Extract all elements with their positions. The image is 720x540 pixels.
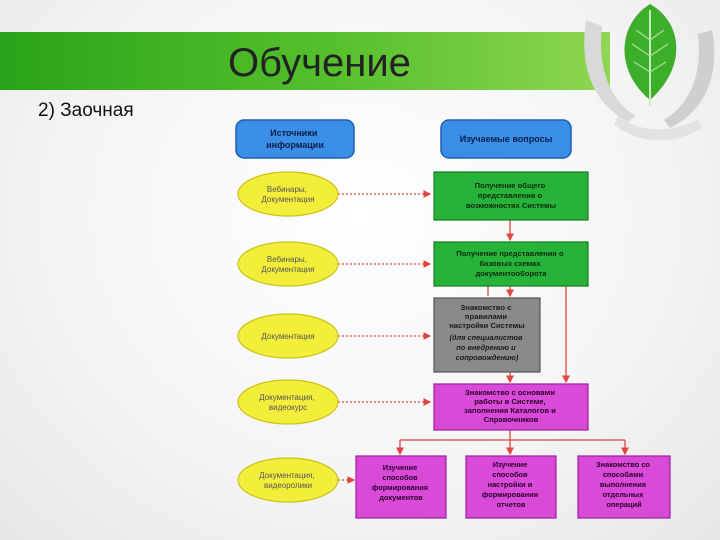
svg-text:Изучение способов: Изучение способов настройки и формирован…	[482, 460, 540, 509]
bottom-label: формирования	[372, 483, 428, 492]
source-label: Вебинары,	[267, 255, 307, 264]
source-label: Документация,	[259, 471, 314, 480]
svg-text:Знакомство с основами ра: Знакомство с основами работы в Системе, …	[464, 388, 558, 424]
header-sources-line: информации	[266, 140, 324, 150]
topic-note: по внедрению и	[456, 343, 516, 352]
topic-label: Получение общего	[475, 181, 546, 190]
svg-text:Знакомство с правилами: Знакомство с правилами настройки Системы	[449, 303, 525, 330]
header-sources-line: Источники	[270, 128, 317, 138]
training-diagram: Источники информации Изучаемые вопросы В…	[235, 119, 671, 519]
topic-label: работы в Системе,	[474, 397, 545, 406]
bottom-label: операций	[606, 500, 642, 509]
svg-text:Документация, видеоролик: Документация, видеоролики	[259, 471, 317, 490]
topic-node: Получение представления о базовых схемах…	[433, 241, 589, 287]
header-sources: Источники информации	[235, 119, 355, 159]
source-node: Документация, видеокурс	[237, 379, 339, 425]
bottom-label: формирования	[482, 490, 538, 499]
svg-text:Документация, видеокурс: Документация, видеокурс	[259, 393, 317, 412]
bottom-label: способов	[382, 473, 418, 482]
svg-text:Знакомство со способами: Знакомство со способами выполнения отдел…	[596, 460, 652, 509]
header-topics-label: Изучаемые вопросы	[460, 134, 553, 144]
topic-label: Справочников	[484, 415, 539, 424]
svg-text:(для специалистов по вне: (для специалистов по внедрению и сопрово…	[450, 333, 525, 362]
source-label: Документация	[261, 195, 314, 204]
source-label: Документация	[261, 265, 314, 274]
source-label: Документация	[261, 332, 314, 341]
bottom-label: выполнения	[600, 480, 646, 489]
topic-label: правилами	[465, 312, 507, 321]
bottom-label: отчетов	[497, 500, 526, 509]
topic-label: Получение представления о	[456, 249, 564, 258]
svg-text:Изучение способов: Изучение способов формирования документо…	[372, 463, 430, 502]
topic-label: представления о	[478, 191, 543, 200]
source-label: Вебинары,	[267, 185, 307, 194]
topic-label: базовых схемах	[479, 259, 541, 268]
svg-text:Получение общего предста: Получение общего представления о возможн…	[466, 181, 556, 210]
bottom-label: Знакомство со	[596, 460, 650, 469]
slide-subtitle: 2) Заочная	[38, 100, 134, 121]
bottom-label: Изучение	[383, 463, 417, 472]
bottom-node: Изучение способов настройки и формирован…	[465, 455, 557, 519]
svg-text:Получение представления о: Получение представления о базовых схемах…	[456, 249, 565, 278]
slide-title: Обучение	[228, 41, 411, 85]
topic-node: Получение общего представления о возможн…	[433, 171, 589, 221]
source-node: Вебинары, Документация	[237, 241, 339, 287]
bottom-label: отдельных	[603, 490, 645, 499]
title-band	[0, 32, 610, 90]
topic-note: (для специалистов	[450, 333, 523, 342]
hand-left-icon	[584, 20, 636, 122]
source-node: Документация, видеоролики	[237, 457, 339, 503]
leaf-in-hands-illustration	[584, 4, 715, 141]
topic-label: заполнения Каталогов и	[464, 406, 556, 415]
topic-node: Знакомство с основами работы в Системе, …	[433, 383, 589, 431]
hand-right-icon	[664, 30, 715, 128]
svg-text:Вебинары, Документация: Вебинары, Документация	[261, 185, 314, 204]
source-label: Документация,	[259, 393, 314, 402]
source-label: видеоролики	[264, 481, 312, 490]
topic-note: сопровождению)	[456, 353, 519, 362]
svg-text:Вебинары, Документация: Вебинары, Документация	[261, 255, 314, 274]
topic-label: настройки Системы	[449, 321, 525, 330]
source-label: видеокурс	[269, 403, 307, 412]
bottom-node: Знакомство со способами выполнения отдел…	[577, 455, 671, 519]
bottom-label: способов	[492, 470, 528, 479]
topic-label: Знакомство с	[461, 303, 512, 312]
topic-label: возможностях Системы	[466, 201, 556, 210]
topic-label: Знакомство с основами	[465, 388, 555, 397]
header-topics: Изучаемые вопросы	[440, 119, 572, 159]
bottom-node: Изучение способов формирования документо…	[355, 455, 447, 519]
bottom-label: настройки и	[488, 480, 533, 489]
topic-label: документооборота	[475, 269, 547, 278]
source-node: Вебинары, Документация	[237, 171, 339, 217]
topic-node: Знакомство с правилами настройки Системы…	[433, 297, 541, 373]
hand-bottom-icon	[614, 116, 702, 141]
bottom-label: Изучение	[493, 460, 527, 469]
bottom-label: способами	[603, 470, 644, 479]
source-node: Документация	[237, 313, 339, 359]
svg-text:Источники информации: Источники информации	[266, 128, 324, 150]
bottom-label: документов	[379, 493, 423, 502]
